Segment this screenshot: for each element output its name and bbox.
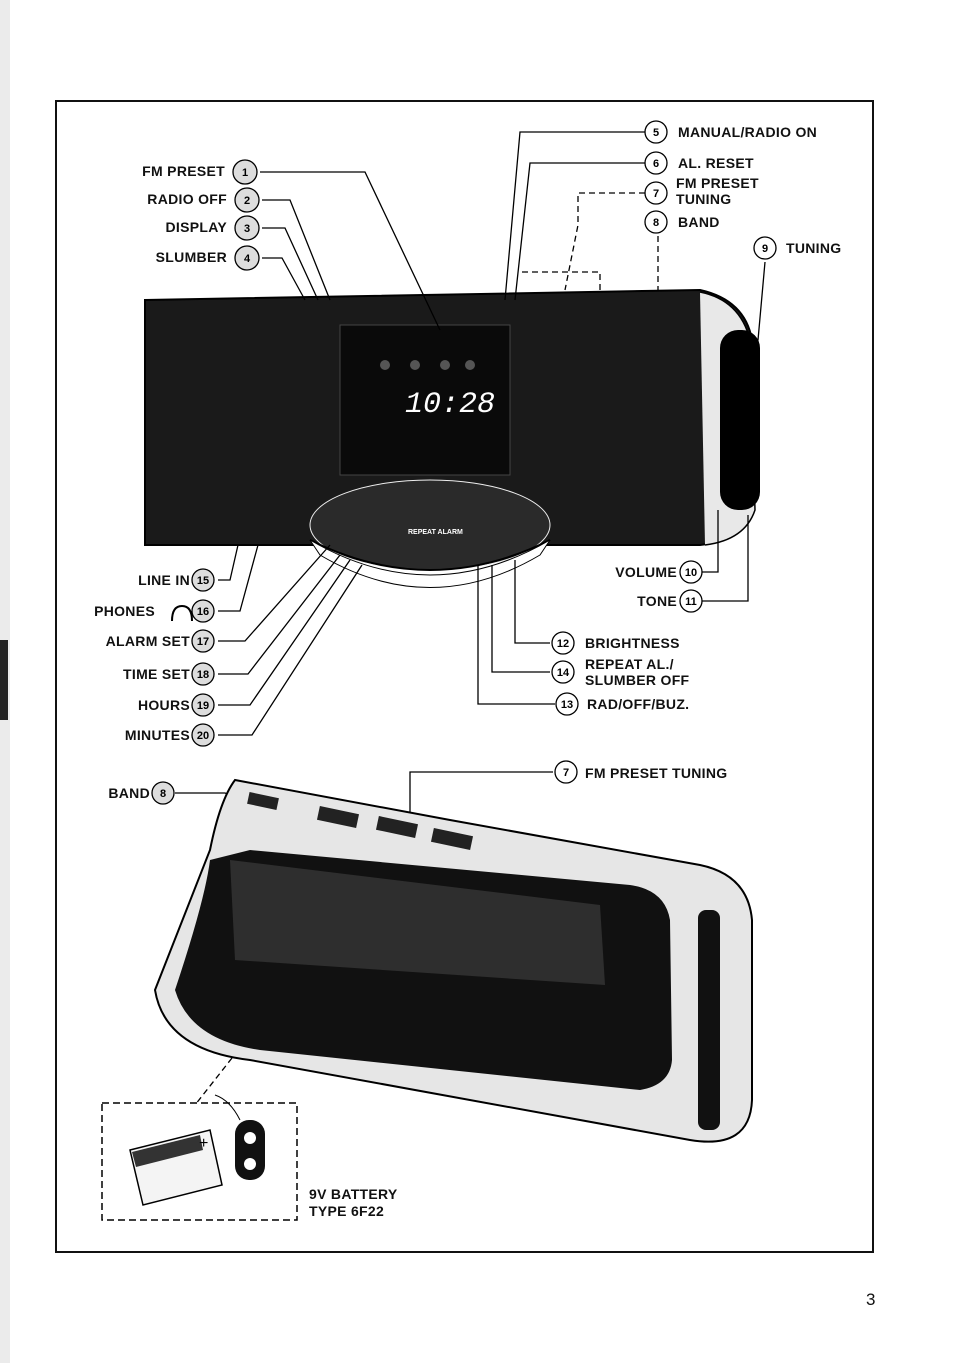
headphone-icon (171, 604, 193, 622)
num-10: 10 (685, 567, 697, 579)
label-tone: TONE (637, 593, 677, 609)
label-alarm-set: ALARM SET (105, 633, 190, 649)
label-volume: VOLUME (615, 564, 677, 580)
num-13: 13 (561, 699, 573, 711)
num-5: 5 (653, 127, 659, 139)
label-hours: HOURS (137, 697, 190, 713)
label-fm-preset-top: FM PRESET (676, 175, 759, 191)
callout-numbers: 1 2 3 4 5 6 7 8 9 15 16 17 18 19 20 10 1… (160, 127, 768, 800)
label-manual-radio-on: MANUAL/RADIO ON (678, 124, 818, 140)
label-repeat-al: REPEAT AL./ (585, 656, 674, 672)
num-3: 3 (244, 223, 250, 235)
label-radio-off: RADIO OFF (147, 191, 227, 207)
label-band-top: BAND (678, 214, 720, 230)
num-20: 20 (197, 730, 209, 742)
label-fm-preset: FM PRESET (142, 163, 225, 179)
panel-label: REPEAT ALARM (408, 529, 463, 536)
num-6: 6 (653, 158, 659, 170)
battery-plus: + (199, 1135, 208, 1152)
label-display: DISPLAY (165, 219, 227, 235)
num-19: 19 (197, 700, 209, 712)
num-8b: 8 (160, 788, 166, 800)
num-7b: 7 (563, 767, 569, 779)
num-1: 1 (242, 167, 248, 179)
label-slumber-off: SLUMBER OFF (585, 672, 690, 688)
num-7: 7 (653, 188, 659, 200)
label-slumber: SLUMBER (155, 249, 227, 265)
radio-front-view: 10:28 REPEAT ALARM (144, 288, 760, 588)
scan-mark (0, 640, 8, 720)
battery-icon: + (129, 1094, 265, 1206)
page-number: 3 (866, 1290, 876, 1309)
num-9: 9 (762, 243, 768, 255)
callout-circles (151, 120, 777, 805)
label-fm-preset-tuning: FM PRESET TUNING (585, 765, 728, 781)
label-al-reset: AL. RESET (678, 155, 754, 171)
num-11: 11 (685, 596, 697, 608)
display-time: 10:28 (405, 388, 495, 422)
label-time-set: TIME SET (123, 666, 190, 682)
num-18: 18 (197, 669, 209, 681)
radio-perspective-view (153, 778, 753, 1143)
num-16: 16 (197, 606, 209, 618)
leader-lines (175, 131, 766, 1106)
label-tuning-top: TUNING (676, 191, 732, 207)
label-brightness: BRIGHTNESS (585, 635, 680, 651)
num-12: 12 (557, 638, 569, 650)
num-4: 4 (244, 253, 251, 265)
label-band-bottom: BAND (108, 785, 150, 801)
num-14: 14 (557, 667, 570, 679)
battery-box (101, 1102, 298, 1221)
label-minutes: MINUTES (124, 727, 190, 743)
num-8: 8 (653, 217, 659, 229)
num-15: 15 (197, 575, 209, 587)
label-rad-off-buz: RAD/OFF/BUZ. (587, 696, 690, 712)
label-line-in: LINE IN (138, 572, 190, 588)
num-2: 2 (244, 195, 250, 207)
battery-label-2: TYPE 6F22 (309, 1203, 385, 1219)
label-tuning: TUNING (786, 240, 842, 256)
label-phones: PHONES (94, 603, 155, 619)
figure-frame (55, 100, 874, 1253)
battery-label-1: 9V BATTERY (309, 1186, 398, 1202)
num-17: 17 (197, 636, 209, 648)
